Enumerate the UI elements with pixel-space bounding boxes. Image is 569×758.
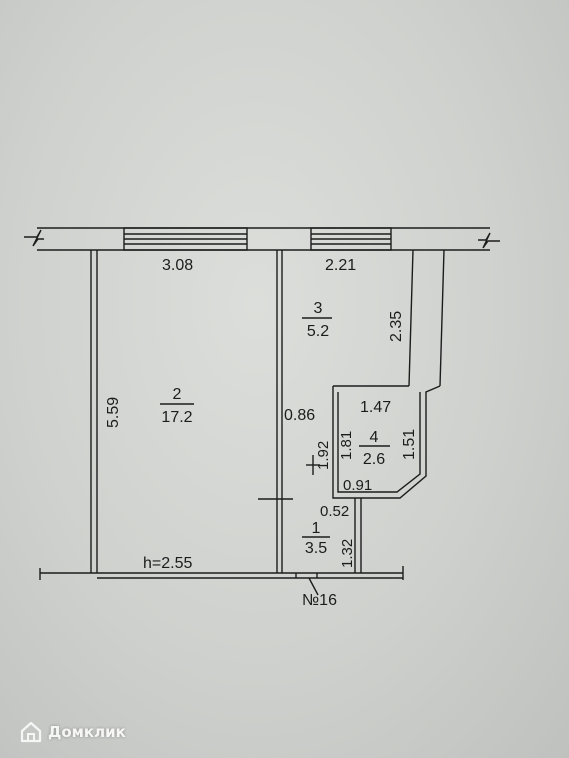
window-right <box>310 227 392 251</box>
ceiling-height-label: h=2.55 <box>143 555 192 572</box>
right-wall-outer <box>439 249 445 387</box>
dim-3-08: 3.08 <box>162 257 193 274</box>
room3-area: 5.2 <box>307 323 329 340</box>
dim-2-21: 2.21 <box>325 257 356 274</box>
right-wall-room3 <box>408 249 414 387</box>
apartment-number: №16 <box>302 592 337 609</box>
dim-1-47: 1.47 <box>360 399 391 416</box>
dim-0-86: 0.86 <box>284 407 315 424</box>
dim-1-32: 1.32 <box>339 539 356 568</box>
room4-area: 2.6 <box>363 451 385 468</box>
apartment-number-leader <box>308 577 319 596</box>
window-left <box>123 227 248 251</box>
room2-number: 2 <box>173 386 182 403</box>
break-symbol-right <box>478 232 500 249</box>
dim-1-92: 1.92 <box>315 441 332 470</box>
dim-0-52: 0.52 <box>320 503 349 520</box>
room4-outline-outer <box>332 385 441 499</box>
dim-2-35: 2.35 <box>388 311 405 342</box>
room1-area: 3.5 <box>305 540 327 557</box>
room2-area: 17.2 <box>161 409 192 426</box>
house-logo-icon <box>20 721 42 743</box>
dim-1-81: 1.81 <box>338 431 355 460</box>
room4-outline-inner <box>337 392 421 493</box>
watermark-text: Домклик <box>48 723 126 741</box>
room4-number: 4 <box>370 429 379 446</box>
dim-5-59: 5.59 <box>105 397 122 428</box>
domclick-watermark: Домклик <box>20 720 126 744</box>
dim-1-51: 1.51 <box>401 429 418 460</box>
room3-number: 3 <box>314 300 323 317</box>
break-symbol-left <box>24 229 44 247</box>
room1-number: 1 <box>312 520 321 537</box>
dim-0-91: 0.91 <box>343 477 372 494</box>
